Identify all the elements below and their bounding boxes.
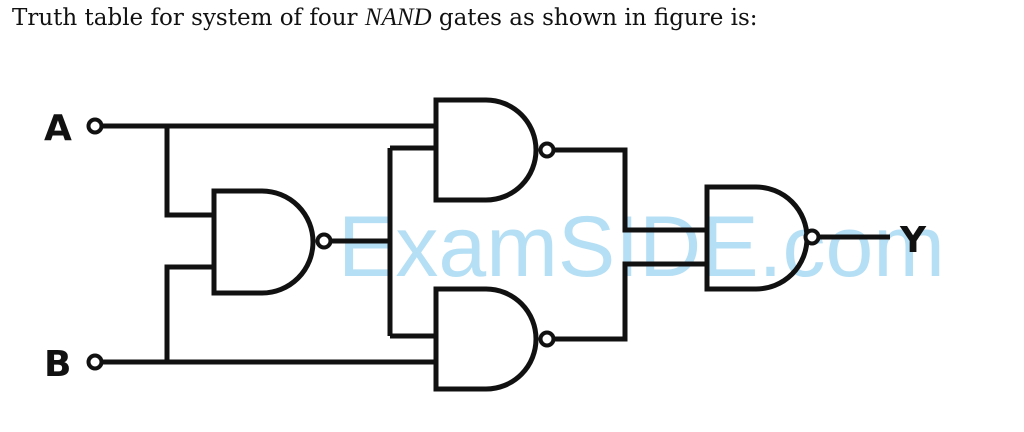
watermark-text: ExamSIDE.com [338,199,945,295]
nand-gate-1 [211,188,316,296]
wire-a-branch [164,126,214,218]
bubble-gate-4 [803,228,821,246]
terminal-b [86,353,104,371]
question-prefix: Truth table for system of four [12,5,365,31]
bubble-gate-2 [538,141,556,159]
wire-g3-out [555,261,707,342]
wire-g2-out [555,147,707,233]
nand-gate-3 [433,286,539,392]
wire-b-branch [164,264,214,362]
nand-gate-2 [433,97,539,203]
input-a-label: A [44,108,72,149]
question-text: Truth table for system of four NAND gate… [12,4,758,32]
input-b-label: B [44,344,71,385]
bubble-gate-1 [315,232,333,250]
terminal-a [86,117,104,135]
nand-math: NAND [364,4,432,31]
question-suffix: gates as shown in figure is: [431,5,758,31]
output-y-label: Y [899,220,927,261]
bubble-gate-3 [538,330,556,348]
